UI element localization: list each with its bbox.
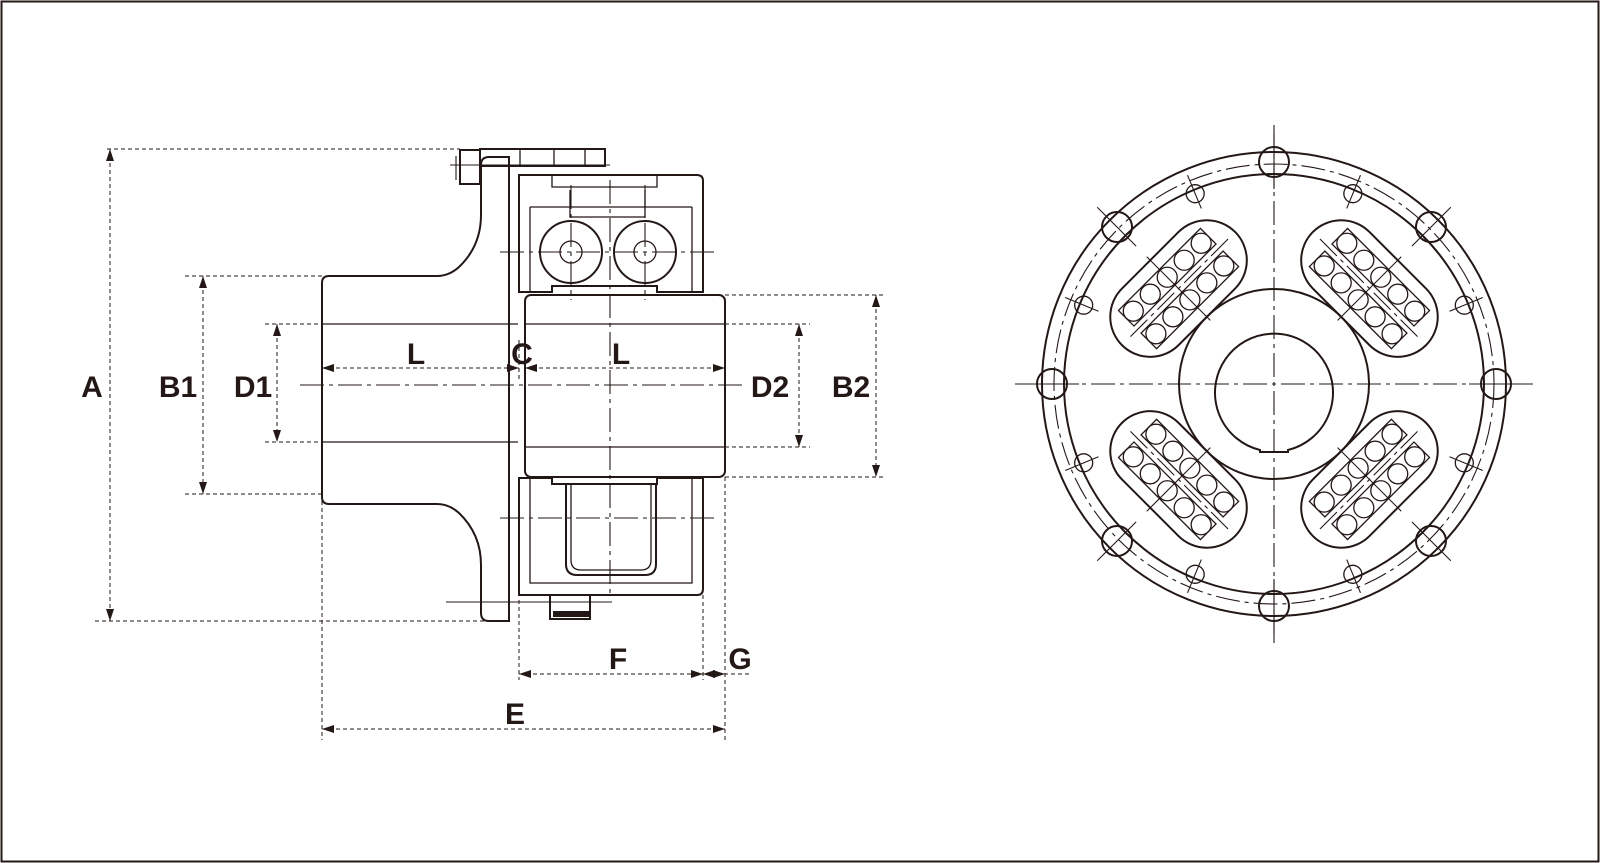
- right-housing: [518, 174, 704, 293]
- rim-bolt-hole: [1101, 211, 1134, 244]
- dimension-lines: [95, 148, 885, 740]
- label-D2: D2: [751, 371, 789, 404]
- label-D1: D1: [234, 371, 272, 404]
- inner-bolt-hole: [1185, 564, 1205, 584]
- bolt-holes: [1024, 134, 1524, 634]
- inner-bolt-hole: [1454, 453, 1474, 473]
- left-hub: [321, 156, 510, 622]
- roller-pocket: [1109, 410, 1248, 549]
- label-G: G: [728, 643, 751, 676]
- roller-pocket: [1300, 219, 1439, 358]
- shaft-bore-icon: [1214, 332, 1334, 453]
- label-E: E: [505, 698, 525, 731]
- label-L-right: L: [612, 338, 630, 371]
- side-view: A B1 D1 L C L D2 B2 F G E: [81, 148, 885, 740]
- inner-bolt-hole: [1454, 295, 1474, 315]
- rim-bolt-hole: [1101, 524, 1134, 557]
- inner-bolt-hole: [1343, 564, 1363, 584]
- label-A: A: [81, 371, 103, 404]
- front-view: [1015, 125, 1535, 645]
- label-B2: B2: [832, 371, 870, 404]
- bottom-bolt-assembly: [446, 594, 612, 620]
- top-bolt-assembly: [450, 148, 610, 185]
- roller-pocket: [1300, 410, 1439, 549]
- rim-bolt-hole: [1414, 524, 1447, 557]
- rim-bolt-hole: [1414, 211, 1447, 244]
- roller-pocket: [1109, 219, 1248, 358]
- label-B1: B1: [159, 371, 197, 404]
- label-C: C: [511, 338, 533, 371]
- label-L-left: L: [407, 338, 425, 371]
- inner-bolt-hole: [1074, 295, 1094, 315]
- roller-pockets: [1109, 219, 1439, 549]
- inner-bolt-hole: [1343, 184, 1363, 204]
- inner-bolt-hole: [1185, 184, 1205, 204]
- right-hub: [524, 294, 726, 478]
- inner-bolt-hole: [1074, 453, 1094, 473]
- label-F: F: [609, 643, 627, 676]
